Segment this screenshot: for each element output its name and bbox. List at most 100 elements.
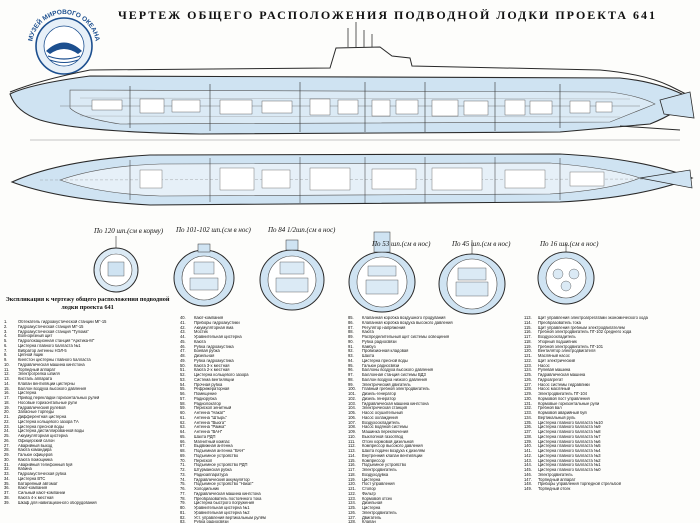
explication-item-text: Электродвигатель ПГ-104 (538, 392, 588, 396)
explication-item-number: 33. (4, 472, 10, 476)
explication-item-text: Насос охлаждения (362, 415, 398, 420)
explication-item-text: Электродвигатель (362, 468, 397, 472)
explication-item-text: Фильтр (362, 491, 376, 496)
explication-item: 50.Каюта 3-х местная (180, 364, 340, 369)
explication-item-number: 45. (180, 339, 186, 344)
explication-item-text: Баллон воздуха низкого давления (362, 377, 427, 382)
explication-item-number: 80. (180, 506, 186, 510)
explication-item-number: 128. (348, 520, 356, 523)
explication-item: 46.Рубка гидроакустика (180, 345, 340, 350)
explication-item-text: Гидроагрегат (538, 377, 564, 382)
explication-item-number: 108. (348, 425, 356, 430)
explication-item-text: Каюта (194, 339, 206, 344)
explication-item-text: Шкаф для навигационного оборудования (18, 500, 97, 505)
explication-item-number: 112. (348, 444, 356, 449)
explication-item: 51.Каюта 2-х местная (180, 368, 340, 373)
explication-item-text: Баллон воздуха высокого давления (18, 386, 87, 391)
explication-item-text: Приборы гидроакустики (194, 320, 240, 325)
explication-item-text: Рубка радиосвязи (194, 520, 229, 523)
explication-item: 123.Кормовой отсек (348, 497, 518, 502)
explication-item-text: Цистерна (18, 391, 37, 396)
explication-item-number: 16. (4, 391, 10, 396)
explication-item: 7.Вибратор антенны НЭЛ-5 (4, 349, 172, 354)
explication-item: 128.Клапан (348, 520, 518, 523)
explication-item: 21.Дифферентная цистерна (4, 415, 172, 420)
explication-item-number: 113. (348, 449, 356, 453)
explication-item: 73.Радиоаппаратура (180, 473, 340, 478)
explication-item: 127.Двигатель (348, 516, 518, 521)
explication-item-number: 134. (524, 415, 532, 420)
explication-item-number: 67. (180, 444, 186, 449)
explication-item-number: 13. (4, 377, 10, 381)
explication-item-text: Батарейный автомат (18, 481, 58, 486)
explication-item: 45. Каюта (180, 340, 340, 345)
explication-item: 62.Антенна "Вьюга" (180, 421, 340, 426)
explication-item-number: 133. (524, 411, 532, 415)
explication-item-text: Носовые горизонтальные рули (18, 400, 77, 405)
explication-item: 123.Насос (524, 364, 698, 369)
explication-item-text: Сильный кают-компании (18, 491, 66, 495)
explication-item-text: Штурманская рубка (194, 468, 232, 472)
explication-item: 87.Регулятор напряжения (348, 326, 518, 331)
explication-item-text: Боевая рубка (194, 349, 220, 354)
explication-item-text: Компрессор высокого давления (362, 444, 423, 449)
explication-item-number: 79. (180, 501, 186, 506)
explication-item: 22.Цистерна кольцевого зазора ТА (4, 420, 172, 425)
explication-item: 133.Кормовой аварийный буй (524, 411, 698, 416)
explication-item: 33. Гидроакустическая рубка (4, 472, 172, 477)
explication-item-text: Кают-компания (194, 316, 224, 320)
explication-item-text: Подъемное устройство (194, 453, 239, 458)
explication-item: 11.Торпедный аппарат (4, 368, 172, 373)
explication-item-number: 29. (4, 453, 10, 457)
explication-item-number: 53. (180, 377, 186, 382)
explication-item-text: Гидроакустическая рубка (18, 472, 67, 476)
explication-item: 79.Цистерна быстрого погружения (180, 501, 340, 506)
explication-item-text: Стопор (362, 487, 376, 491)
explication-item-text: Запасные торпеды (18, 410, 55, 415)
explication-item-number: 124. (524, 368, 532, 373)
explication-item-text: Гребной электродвигатель ПГ-101 (538, 344, 604, 349)
explication-item-number: 23. (4, 424, 10, 429)
explication-item: 140.Цистерна главного балласта №5 (524, 444, 698, 449)
explication-item-text: Радиолокатор (194, 401, 221, 406)
explication-item-text: Антенна "Накат" (194, 411, 226, 415)
explication-item-text: Цистерна главного балласта №9 (538, 425, 601, 430)
explication-item-text: Аккумуляторная яма (194, 325, 234, 330)
explication-item: 131.Кормовые горизонтальные рули (524, 402, 698, 407)
explication-item-number: 8. (4, 353, 8, 358)
explication-item-number: 25. (4, 434, 10, 438)
explication-item-number: 130. (524, 396, 532, 401)
explication-item: 105.Насос осушительный (348, 411, 518, 416)
explication-item-number: 124. (348, 501, 356, 506)
explication-item-text: Цистерна главного балласта №10 (538, 420, 603, 425)
explication-item-number: 77. (180, 491, 186, 496)
explication-item-text: Каюта (362, 330, 374, 335)
explication-item-text: Электрический двигатель (362, 382, 411, 387)
explication-item: 118.Воздуходувка (348, 473, 518, 478)
explication-item: 110.Выхлопной газоотвод (348, 435, 518, 440)
explication-item-text: Мостик (194, 330, 208, 335)
explication-item: 32.Кабина (4, 467, 172, 472)
explication-item-text: Насос водяной системы (362, 425, 408, 430)
explication-item-number: 96. (348, 368, 354, 373)
explication-item-text: Насос системы гидравлики (538, 382, 590, 387)
explication-item: 135.Цистерна главного балласта №10 (524, 421, 698, 426)
explication-item: 13.Кисталь аппарата (4, 377, 172, 382)
explication-item-number: 107. (348, 420, 356, 425)
explication-item-text: Торпедный аппарат (538, 477, 576, 482)
explication-item: 143.Цистерна главного балласта №2 (524, 459, 698, 464)
explication-item-number: 139. (524, 439, 532, 444)
explication-item-text: Цистерна кольцевого зазора (194, 373, 249, 377)
explication-item: 125.Цистерна (348, 506, 518, 511)
explication-item-number: 66. (180, 439, 186, 444)
explication-item: 149.Торпедный отсек (524, 487, 698, 492)
explication-item: 95.Гальюн радиосвязи (348, 364, 518, 369)
explication-item-text: Клапанная коробка воздушного продувания (362, 316, 446, 320)
explication-item: 129.Электродвигатель ПГ-104 (524, 392, 698, 397)
explication-item-number: 99. (348, 382, 354, 387)
explication-item-number: 38. (4, 495, 10, 500)
explication-item: 43.Мостик (180, 330, 340, 335)
explication-item: 119.Гребной электродвигатель ПГ-101 (524, 345, 698, 350)
explication-item: 58.Радиолокатор (180, 402, 340, 407)
